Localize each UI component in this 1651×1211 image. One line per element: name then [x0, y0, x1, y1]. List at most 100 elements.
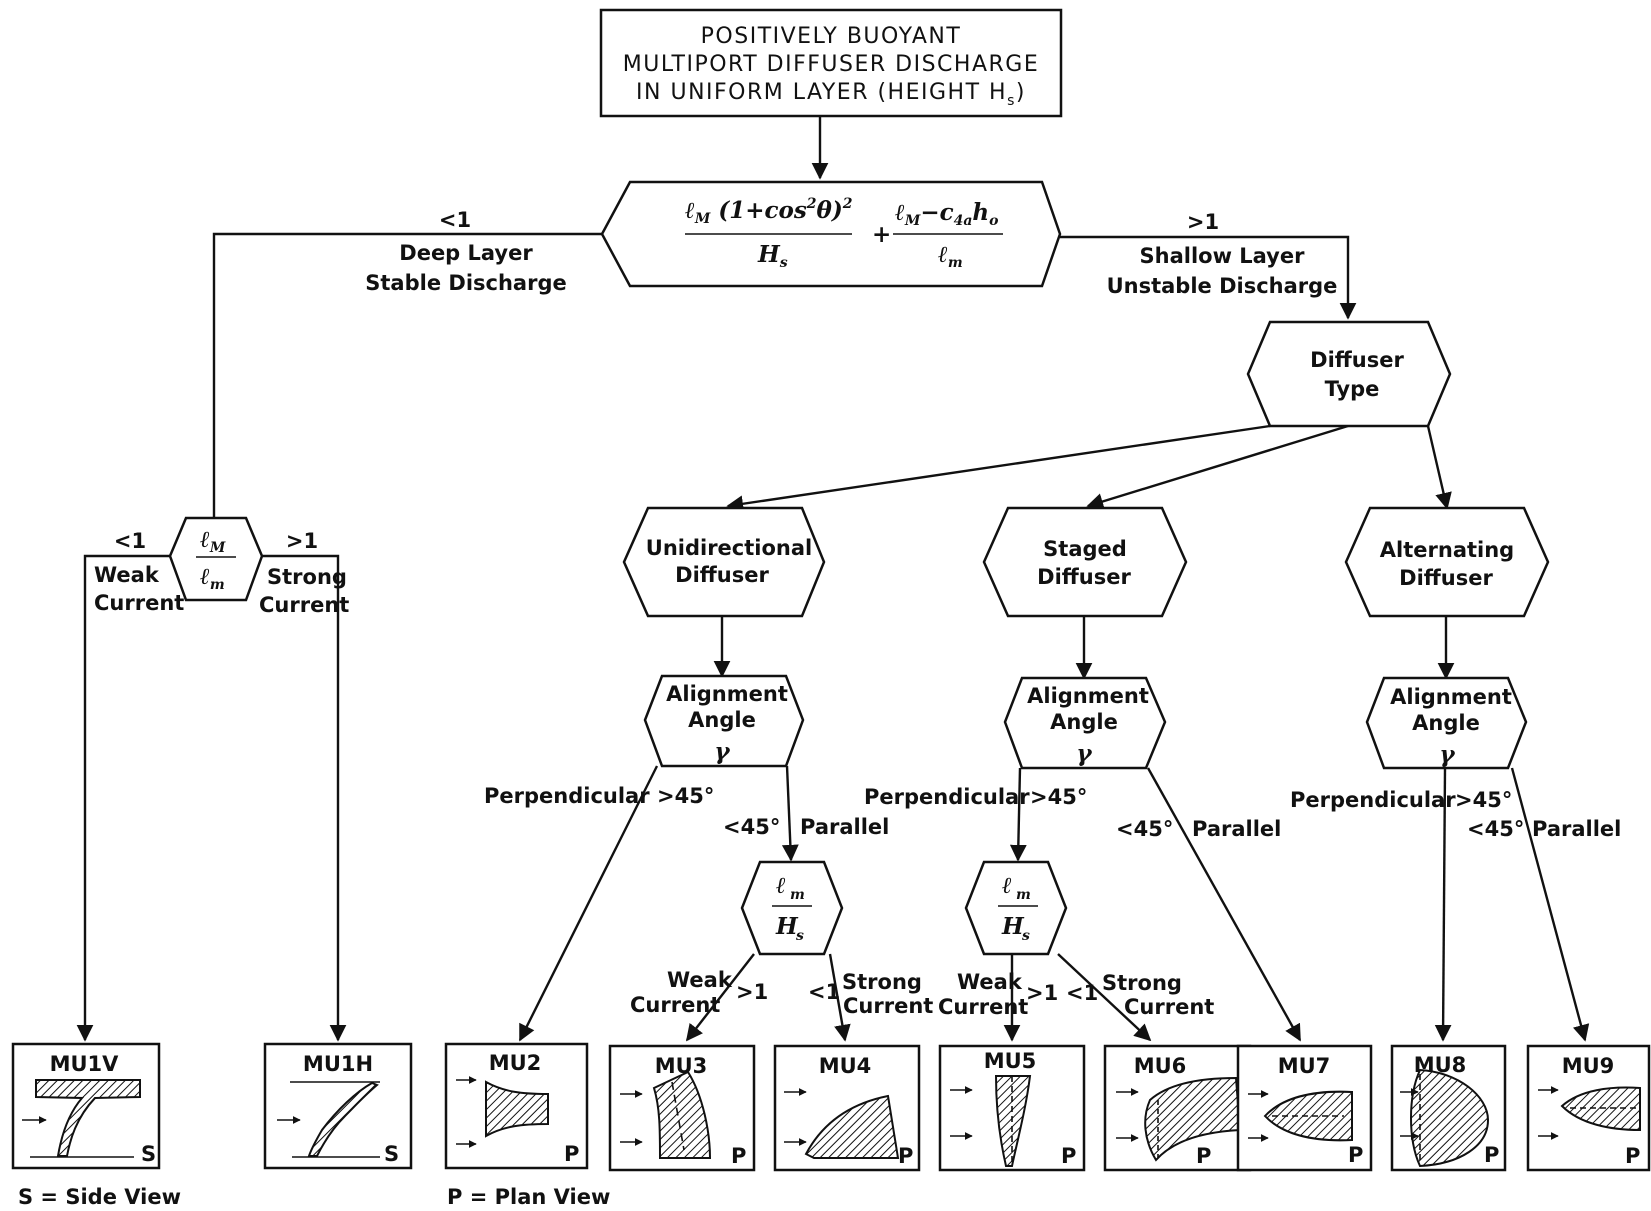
- staged-diffuser-box: Staged Diffuser: [982, 506, 1188, 618]
- criterion-box: ℓM (1+cos2θ)2 Hs + ℓM−c4aho ℓm: [600, 180, 1062, 288]
- shallow-layer-label: Shallow Layer: [1140, 244, 1306, 268]
- svg-text:Current: Current: [938, 995, 1028, 1019]
- svg-text:P: P: [731, 1144, 746, 1168]
- svg-text:>1: >1: [736, 980, 768, 1004]
- svg-text:MU3: MU3: [655, 1054, 708, 1078]
- svg-text:γ: γ: [714, 738, 731, 765]
- svg-text:S: S: [141, 1142, 156, 1166]
- alignment-angle-box-alternating: Alignment Angle γ: [1365, 676, 1528, 770]
- stable-discharge-label: Stable Discharge: [365, 271, 566, 295]
- svg-text:>45°: >45°: [1030, 785, 1087, 809]
- svg-text:Current: Current: [843, 994, 933, 1018]
- title-line-2: MULTIPORT DIFFUSER DISCHARGE: [623, 52, 1040, 77]
- svg-text:Parallel: Parallel: [1192, 817, 1281, 841]
- svg-text:Angle: Angle: [1412, 711, 1480, 735]
- outcome-mu3: MU3 P: [608, 1044, 756, 1172]
- diffuser-type-line2: Type: [1325, 377, 1380, 401]
- svg-text:<1: <1: [808, 980, 840, 1004]
- outcome-mu7: MU7 P: [1236, 1044, 1373, 1172]
- svg-text:m: m: [790, 887, 805, 903]
- criterion-term1-numerator: ℓM (1+cos2θ)2: [685, 196, 853, 227]
- svg-text:MU1H: MU1H: [303, 1052, 373, 1076]
- svg-text:ℓ: ℓ: [776, 872, 786, 899]
- svg-text:γ: γ: [1439, 741, 1456, 768]
- svg-text:s: s: [1022, 928, 1030, 944]
- title-box: POSITIVELY BUOYANT MULTIPORT DIFFUSER DI…: [599, 8, 1063, 118]
- svg-text:MU9: MU9: [1562, 1054, 1615, 1078]
- svg-text:>1: >1: [1026, 981, 1058, 1005]
- svg-text:Unidirectional: Unidirectional: [646, 536, 812, 560]
- unstable-discharge-label: Unstable Discharge: [1107, 274, 1338, 298]
- outcome-mu4: MU4 P: [773, 1044, 921, 1172]
- svg-text:Diffuser: Diffuser: [675, 563, 769, 587]
- alignment-angle-box-unidirectional: Alignment Angle γ: [643, 674, 805, 768]
- angle-labels-alternating: Perpendicular >45° <45° Parallel: [1290, 788, 1621, 841]
- svg-text:Alternating: Alternating: [1380, 538, 1514, 562]
- svg-text:γ: γ: [1076, 740, 1093, 767]
- title-line-3: IN UNIFORM LAYER (HEIGHT Hs): [636, 80, 1026, 109]
- svg-text:Angle: Angle: [1050, 710, 1118, 734]
- svg-text:MU6: MU6: [1134, 1054, 1187, 1078]
- svg-text:P: P: [898, 1144, 913, 1168]
- svg-text:<45°: <45°: [723, 815, 780, 839]
- outcome-mu2: MU2 P: [444, 1042, 589, 1170]
- outcome-mu5: MU5 P: [938, 1044, 1086, 1172]
- outcome-mu9: MU9 P: [1526, 1044, 1651, 1172]
- diffuser-type-line1: Diffuser: [1310, 348, 1404, 372]
- alternating-diffuser-box: Alternating Diffuser: [1344, 506, 1550, 618]
- svg-text:Alignment: Alignment: [1390, 685, 1512, 709]
- svg-text:s: s: [796, 928, 804, 944]
- svg-text:Current: Current: [630, 993, 720, 1017]
- lm-hs-labels-unidirectional: Weak Current >1 <1 Strong Current: [630, 968, 933, 1018]
- svg-text:H: H: [1001, 913, 1025, 940]
- svg-text:Parallel: Parallel: [800, 815, 889, 839]
- svg-text:Parallel: Parallel: [1532, 817, 1621, 841]
- svg-text:MU5: MU5: [984, 1049, 1037, 1073]
- svg-text:P: P: [1196, 1144, 1211, 1168]
- svg-text:>45°: >45°: [1455, 788, 1512, 812]
- criterion-plus: +: [872, 221, 891, 248]
- svg-text:<45°: <45°: [1467, 817, 1524, 841]
- deep-layer-label: Deep Layer: [399, 241, 533, 265]
- svg-text:<1: <1: [1066, 981, 1098, 1005]
- svg-text:MU2: MU2: [489, 1051, 542, 1075]
- lm-hs-labels-staged: Weak Current >1 <1 Strong Current: [938, 970, 1214, 1019]
- svg-text:Perpendicular: Perpendicular: [864, 785, 1030, 809]
- outcome-mu1h: MU1H S: [263, 1042, 413, 1170]
- deep-threshold: <1: [439, 208, 471, 232]
- svg-text:Alignment: Alignment: [666, 682, 788, 706]
- criterion-term1-denominator: Hs: [757, 241, 788, 271]
- legend-plan-view: P = Plan View: [447, 1185, 610, 1209]
- weak-current-line2: Current: [94, 591, 184, 615]
- svg-text:Weak: Weak: [957, 970, 1023, 994]
- strong-current-line1: Strong: [267, 565, 347, 589]
- legend-side-view: S = Side View: [18, 1185, 181, 1209]
- angle-labels-unidirectional: Perpendicular >45° <45° Parallel: [484, 784, 889, 839]
- svg-text:Angle: Angle: [688, 708, 756, 732]
- lm-ratio-box: ℓM ℓm: [168, 516, 264, 602]
- svg-text:ℓ: ℓ: [1002, 872, 1012, 899]
- svg-text:MU4: MU4: [819, 1054, 872, 1078]
- outcome-mu1v: MU1V S: [11, 1042, 161, 1170]
- svg-text:>45°: >45°: [657, 784, 714, 808]
- weak-current-line1: Weak: [94, 563, 160, 587]
- svg-text:<45°: <45°: [1116, 817, 1173, 841]
- lm-ratio-numerator: ℓM: [200, 526, 226, 556]
- criterion-term2-denominator: ℓm: [938, 241, 963, 271]
- criterion-term2-numerator: ℓM−c4aho: [895, 199, 999, 229]
- svg-text:P: P: [1484, 1143, 1499, 1167]
- svg-text:Perpendicular: Perpendicular: [484, 784, 650, 808]
- svg-text:Strong: Strong: [1102, 971, 1182, 995]
- svg-text:Staged: Staged: [1043, 537, 1127, 561]
- svg-text:Current: Current: [1124, 995, 1214, 1019]
- svg-text:m: m: [1016, 887, 1031, 903]
- connectors: [76, 116, 1590, 1042]
- strong-current-line2: Current: [259, 593, 349, 617]
- title-line-1: POSITIVELY BUOYANT: [701, 24, 962, 49]
- svg-text:Weak: Weak: [667, 968, 733, 992]
- svg-text:P: P: [1625, 1144, 1640, 1168]
- svg-text:P: P: [564, 1142, 579, 1166]
- svg-text:MU1V: MU1V: [50, 1052, 120, 1076]
- alignment-angle-box-staged: Alignment Angle γ: [1003, 676, 1167, 770]
